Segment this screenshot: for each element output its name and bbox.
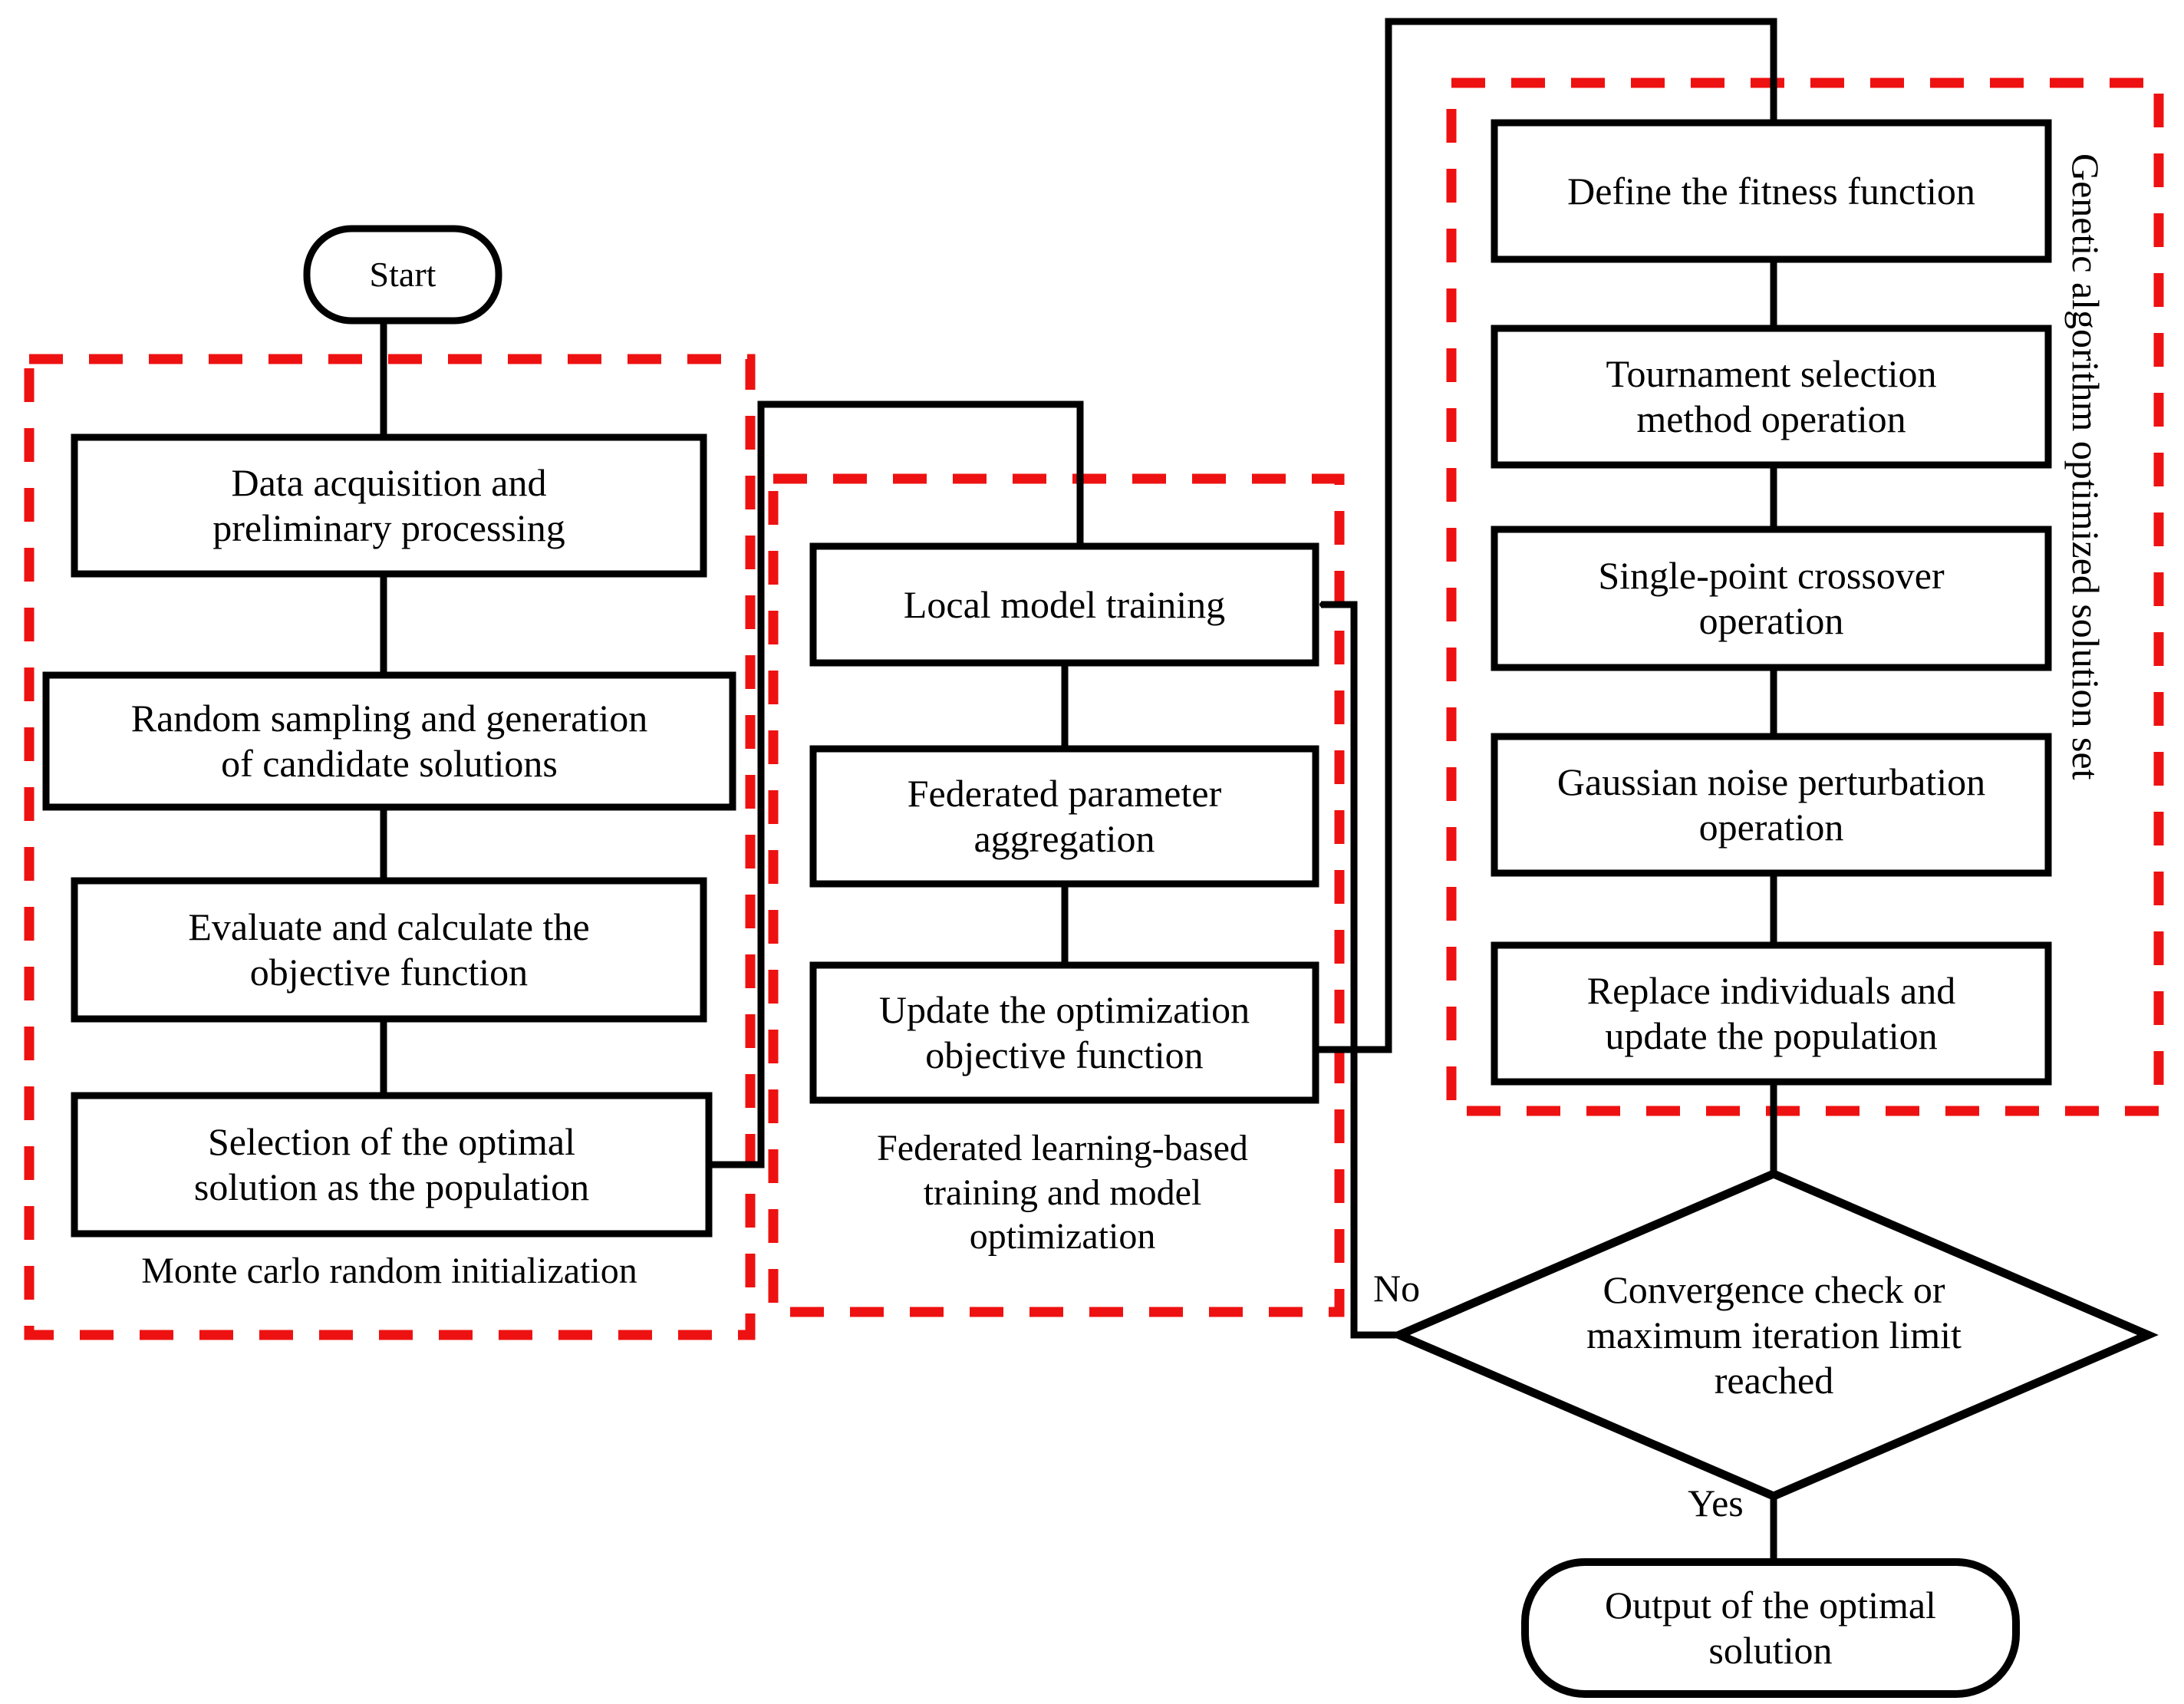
edge-label-no: No (1373, 1267, 1421, 1310)
terminal-output-shape (1521, 1558, 2020, 1698)
group-caption-genetic-algorithm: Genetic algorithm optimized solution set (2064, 153, 2107, 780)
connector-select-optimal-to-local-training (709, 400, 1080, 1168)
box-single-point-crossover (1491, 526, 2052, 671)
box-federated-aggregation (809, 745, 1319, 888)
edge-label-yes: Yes (1688, 1482, 1744, 1524)
box-random-sampling (42, 671, 736, 811)
terminal-start-shape (303, 225, 502, 325)
group-caption-monte-carlo: Monte carlo random initialization (141, 1251, 637, 1291)
group-border-genetic-algorithm (1446, 77, 2164, 1116)
diamond-convergence-check (1388, 1169, 2159, 1501)
box-data-acquisition (71, 433, 707, 578)
connector-update-objective-to-define-fitness (1316, 18, 1774, 1053)
box-update-objective (809, 961, 1319, 1104)
box-evaluate-objective (71, 877, 707, 1023)
box-replace-individuals (1491, 941, 2052, 1086)
group-border-federated-learning (768, 473, 1345, 1317)
box-gaussian-noise (1491, 733, 2052, 877)
box-define-fitness (1491, 119, 2052, 263)
box-tournament-selection (1491, 325, 2052, 469)
group-border-monte-carlo (24, 354, 756, 1340)
box-select-optimal (71, 1092, 713, 1238)
box-local-model-training (809, 542, 1319, 667)
connector-no-branch-to-local-training (1321, 605, 1399, 1339)
group-caption-federated-learning: Federated learning-based training and mo… (877, 1128, 1248, 1257)
